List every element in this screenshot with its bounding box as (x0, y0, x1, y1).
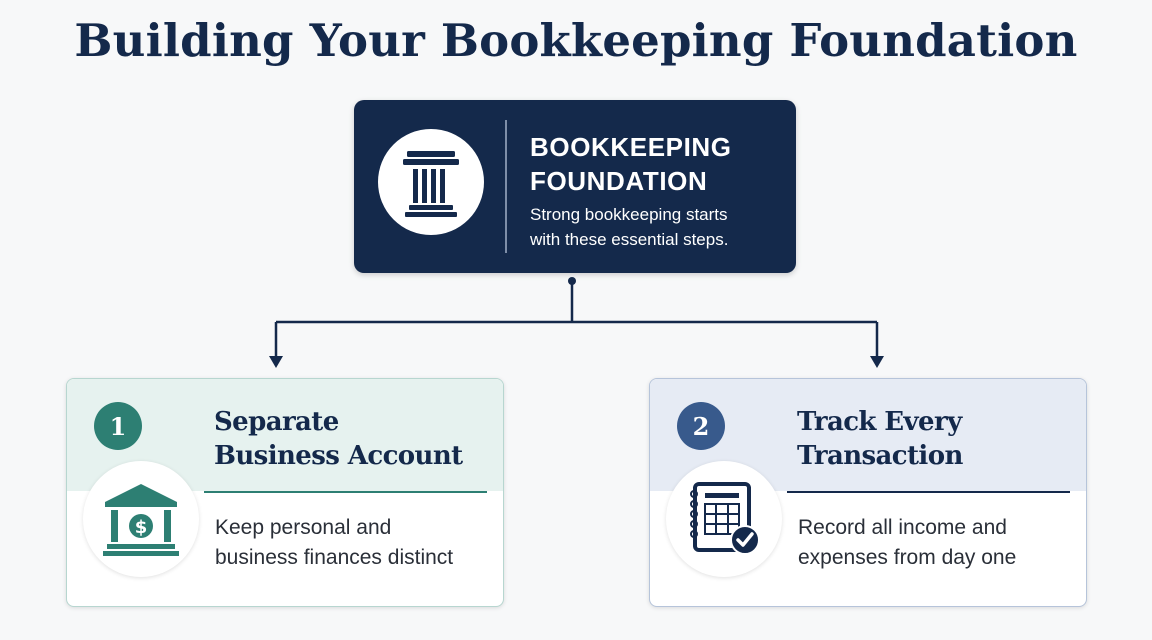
step-title-line: Track Every (797, 407, 962, 437)
step-description-line: Keep personal and (215, 516, 392, 539)
step-title: Track Every Transaction (797, 405, 1077, 473)
arrow-left (269, 356, 283, 368)
hero-icon-circle (378, 129, 484, 235)
card-rule (787, 491, 1070, 493)
step-card-separate-account: 1 Separate Business Account $ Keep perso… (66, 378, 504, 607)
hero-title-line: FOUNDATION (530, 166, 708, 196)
step-title-line: Separate (214, 407, 339, 437)
card-rule (204, 491, 487, 493)
step-title-line: Transaction (797, 441, 963, 471)
foundation-card: BOOKKEEPING FOUNDATION Strong bookkeepin… (354, 100, 796, 273)
ledger-check-icon (690, 482, 760, 555)
step-description: Record all income and expenses from day … (798, 513, 1078, 573)
hero-divider (505, 120, 507, 253)
step-number-badge: 1 (94, 402, 142, 450)
step-icon-circle: $ (83, 461, 199, 577)
step-number-badge: 2 (677, 402, 725, 450)
step-description-line: business finances distinct (215, 546, 454, 569)
hero-subtitle-line: Strong bookkeeping starts (530, 205, 728, 224)
step-description-line: Record all income and (798, 516, 1007, 539)
bank-icon: $ (103, 484, 179, 556)
page-title: Building Your Bookkeeping Foundation (74, 14, 1078, 67)
hero-title: BOOKKEEPING FOUNDATION (530, 130, 780, 198)
step-icon-circle (666, 461, 782, 577)
step-description: Keep personal and business finances dist… (215, 513, 495, 573)
hero-title-line: BOOKKEEPING (530, 132, 732, 162)
pillar-icon (403, 151, 459, 217)
svg-text:$: $ (135, 517, 148, 538)
step-title-line: Business Account (214, 441, 463, 471)
arrow-right (870, 356, 884, 368)
step-description-line: expenses from day one (798, 546, 1017, 569)
hero-subtitle-line: with these essential steps. (530, 230, 729, 249)
hero-subtitle: Strong bookkeeping starts with these ess… (530, 202, 780, 252)
step-title: Separate Business Account (214, 405, 494, 473)
step-card-track-transactions: 2 Track Every Transaction Record all inc… (649, 378, 1087, 607)
